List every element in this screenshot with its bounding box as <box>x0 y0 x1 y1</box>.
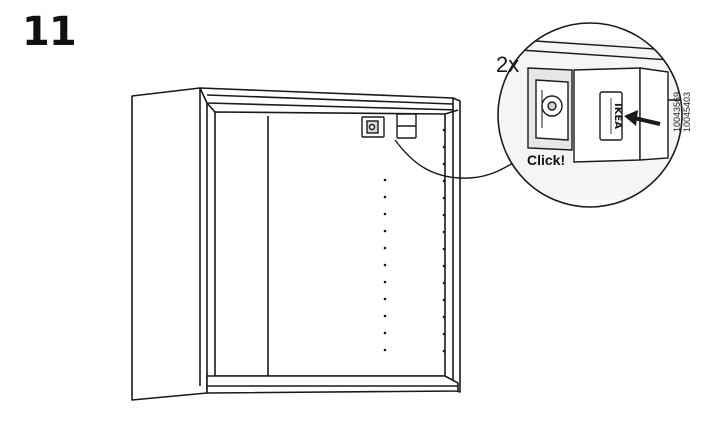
suspension-fittings <box>361 113 417 139</box>
detail-callout: IKEA <box>497 22 683 208</box>
quantity-label: 2x <box>496 52 520 77</box>
cabinet-left-panel <box>131 87 208 401</box>
fitting-left-screw <box>368 123 376 131</box>
article-number-2: 10045403 <box>682 91 692 132</box>
shelf-pin-holes <box>383 128 446 353</box>
detail-circle-border <box>497 22 683 208</box>
detail-brand-text: IKEA <box>612 103 623 129</box>
cabinet-right-panel <box>452 97 461 393</box>
arrow-left-icon <box>624 110 661 126</box>
back-corner-top-left <box>206 102 216 113</box>
click-label: Click! <box>527 152 566 168</box>
cabinet-bottom-panel <box>206 375 459 394</box>
article-number-1: 10043569 <box>672 91 682 132</box>
detail-cover-front <box>639 67 669 161</box>
detail-bracket-screw <box>547 101 557 111</box>
top-panel-lower-edge <box>206 94 454 105</box>
callout-connector <box>394 139 519 179</box>
cabinet-frame <box>131 87 461 401</box>
step-number: 11 <box>22 9 77 55</box>
cabinet-back-outline <box>214 111 446 377</box>
back-corner-top-right <box>444 109 459 115</box>
article-numbers: 10043569 10045403 <box>672 80 712 140</box>
